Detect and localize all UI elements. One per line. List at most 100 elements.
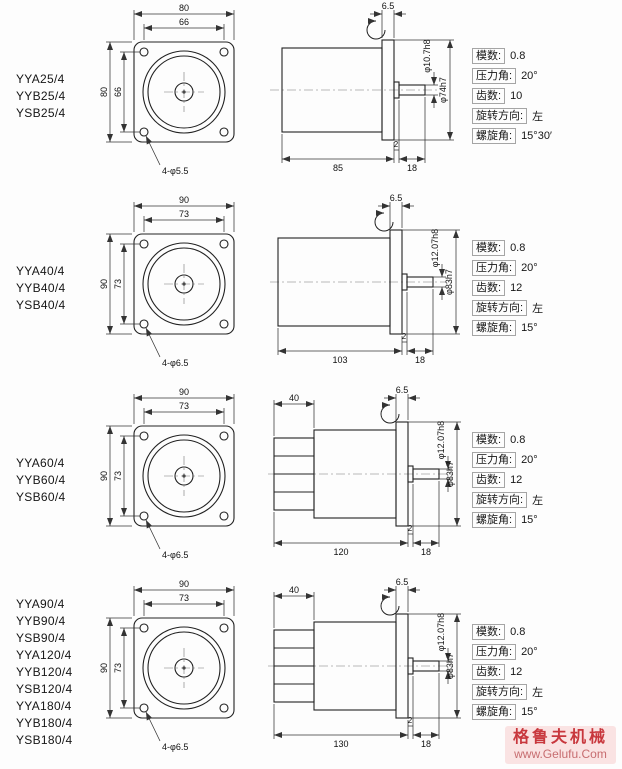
dim-inner-width: 73 [179,209,189,219]
model-label: YSB25/4 [16,105,66,120]
spec-label: 齿数: [472,280,506,296]
model-label: YYB120/4 [16,664,73,679]
spec-value: 20° [521,454,538,466]
dim-shaft-length: 18 [421,739,431,749]
spec-value: 15°30′ [521,130,552,142]
spec-list: 模数:0.8 压力角:20° 齿数:12 旋转方向:左 螺旋角:15° [472,620,544,724]
dim-outer-width: 80 [179,3,189,13]
spec-label: 压力角: [472,644,517,660]
side-view-drawing: 6.5 φ12.07h8 φ83h7 103 18 2 [270,193,460,365]
spec-value: 15° [521,706,538,718]
spec-value: 0.8 [510,50,526,62]
model-label: YYA25/4 [16,71,65,86]
dim-outer-height: 80 [99,87,109,97]
dim-inner-width: 73 [179,593,189,603]
spec-value: 左 [532,111,544,123]
rotation-arrow-icon [380,402,400,424]
front-view-dimensions [106,202,235,358]
dim-mounting-holes: 4-φ5.5 [162,166,188,176]
output-shaft [398,84,426,96]
dim-mounting-holes: 4-φ6.5 [162,358,188,368]
dim-shaft-length: 18 [421,547,431,557]
dim-body-length: 85 [333,163,343,173]
spec-line: 模数:0.8 [472,432,544,448]
dim-body-length: 103 [332,355,347,365]
spec-label: 螺旋角: [472,512,517,528]
flange-circle [142,50,226,134]
dim-flange-thickness: 6.5 [396,577,409,587]
spec-label: 模数: [472,48,506,64]
spec-line: 压力角: 20° [472,68,553,84]
mounting-hole [139,703,149,713]
dim-gearbox-length: 40 [289,393,299,403]
spec-line: 模数: 0.8 [472,48,553,64]
spec-label: 压力角: [472,68,517,84]
side-view-dimensions [273,394,461,547]
spec-line: 螺旋角: 15°30′ [472,128,553,144]
spec-value: 左 [532,687,544,699]
spec-value: 0.8 [510,242,526,254]
model-label: YYB25/4 [16,88,66,103]
spec-value: 左 [532,303,544,315]
side-view-drawing: 40 6.5 φ12.07h8 φ83h7 120 18 2 [268,385,461,557]
watermark-url: www.Gelufu.Com [514,747,607,761]
side-view-shapes [268,594,452,719]
mounting-hole [219,703,229,713]
model-label: YSB90/4 [16,630,66,645]
front-view-shapes [133,41,235,143]
mounting-hole [139,127,149,137]
front-view-drawing: 90 73 90 73 4-φ6.5 [99,579,235,752]
flange-square [133,41,235,143]
side-view-shapes [270,18,440,141]
spec-label: 旋转方向: [472,300,528,316]
dim-body-diameter: φ74h7 [438,77,448,103]
mounting-hole [219,431,229,441]
front-view-shapes [133,425,235,527]
model-label: YYB90/4 [16,613,66,628]
dim-inner-width: 66 [179,17,189,27]
spec-label: 旋转方向: [472,684,528,700]
spec-line: 齿数:10 [472,88,553,104]
side-view-drawing: 6.5 φ10.7h8 φ74h7 85 18 2 [270,1,454,173]
dim-shaft-length: 18 [415,355,425,365]
spec-value: 10 [510,90,523,102]
dim-shaft-diameter: φ12.07h8 [430,229,440,267]
spec-label: 压力角: [472,260,517,276]
spec-line: 螺旋角:15° [472,512,544,528]
spec-value: 左 [532,495,544,507]
dim-inner-height: 73 [113,663,123,673]
spec-value: 15° [521,322,538,334]
dim-body-diameter: φ83h7 [445,461,455,487]
spec-label: 螺旋角: [472,128,517,144]
spec-label: 压力角: [472,452,517,468]
flange-square [133,233,235,335]
dim-body-diameter: φ83h7 [444,269,454,295]
dim-body-length: 120 [333,547,348,557]
spec-label: 模数: [472,432,506,448]
spec-line: 模数:0.8 [472,240,544,256]
mounting-hole [219,623,229,633]
mounting-hole [139,431,149,441]
model-label: YYB60/4 [16,472,66,487]
spec-line: 模数:0.8 [472,624,544,640]
spec-value: 20° [521,70,538,82]
spec-line: 旋转方向:左 [472,492,544,508]
pilot-circle [147,631,221,705]
model-label: YYA180/4 [16,698,72,713]
dim-outer-height: 90 [99,471,109,481]
spec-line: 螺旋角:15° [472,320,544,336]
dim-flange-thickness: 6.5 [390,193,403,203]
drawing-row-60: YYA60/4 YYB60/4 YSB60/4 [0,384,622,576]
model-list: YYA90/4 YYB90/4 YSB90/4 YYA120/4 YYB120/… [0,596,94,749]
mounting-hole [139,239,149,249]
spec-line: 螺旋角:15° [472,704,544,720]
model-label: YYA120/4 [16,647,72,662]
front-view-shapes [133,233,235,335]
spec-label: 齿数: [472,664,506,680]
dim-step: 2 [402,332,407,341]
model-label: YYA90/4 [16,596,65,611]
spec-line: 压力角:20° [472,260,544,276]
model-label: YSB60/4 [16,489,66,504]
flange-circle [142,242,226,326]
